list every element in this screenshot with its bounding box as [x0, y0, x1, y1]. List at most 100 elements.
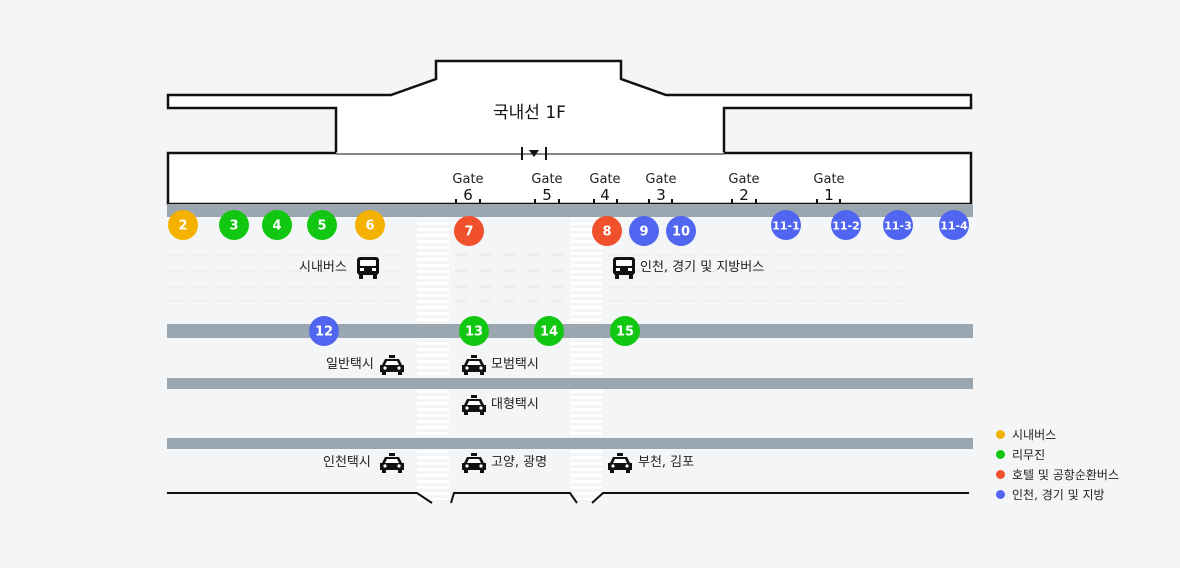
stop-number: 6	[365, 219, 374, 234]
entrance-marker	[521, 147, 547, 160]
terminal-building	[166, 59, 973, 206]
legend-dot	[996, 429, 1005, 439]
goyang-taxi-label: 고양, 광명	[491, 455, 548, 470]
stop-number: 10	[672, 225, 690, 240]
stop-number: 11-2	[832, 220, 860, 233]
stop-number: 3	[229, 219, 238, 234]
gate-word: Gate	[452, 172, 483, 187]
stop-circle	[309, 316, 339, 346]
stop-marker-11-3[interactable]: 11-3	[883, 210, 913, 240]
taxi-icon	[380, 453, 404, 473]
gate-word: Gate	[728, 172, 759, 187]
taxi-icon	[462, 355, 486, 375]
legend-dot	[996, 489, 1005, 499]
bottom-edge	[167, 492, 969, 504]
stop-circle	[534, 316, 564, 346]
stop-marker-4[interactable]: 4	[262, 210, 292, 240]
stop-circle	[666, 216, 696, 246]
large-taxi-label: 대형택시	[491, 397, 539, 412]
stop-number: 11-3	[884, 220, 912, 233]
crosswalk-left	[417, 218, 449, 500]
stop-marker-14[interactable]: 14	[534, 316, 564, 346]
parking-lane-markings	[170, 254, 905, 302]
stop-number: 13	[465, 325, 483, 340]
legend-item-hotel-airport: 호텔 및 공항순환버스	[996, 464, 1119, 484]
gate-word: Gate	[645, 172, 676, 187]
legend-item-incheon-gyeonggi: 인천, 경기 및 지방	[996, 484, 1119, 504]
legend-label: 인천, 경기 및 지방	[1012, 487, 1105, 502]
stop-circle	[610, 316, 640, 346]
stop-number: 15	[616, 325, 634, 340]
stop-circle	[262, 210, 292, 240]
taxi-icon	[462, 453, 486, 473]
stop-marker-2[interactable]: 2	[168, 210, 198, 240]
stop-circle	[771, 210, 801, 240]
gate-number: 3	[656, 186, 666, 204]
gate-number: 4	[600, 186, 610, 204]
stop-marker-11-1[interactable]: 11-1	[771, 210, 801, 240]
stop-circle	[355, 210, 385, 240]
legend-dot	[996, 469, 1005, 479]
stop-number: 9	[639, 225, 648, 240]
stop-number: 12	[315, 325, 333, 340]
stop-number: 2	[178, 219, 187, 234]
curb-row1	[167, 211, 973, 217]
stop-circle	[168, 210, 198, 240]
gate-word: Gate	[589, 172, 620, 187]
legend-label: 리무진	[1012, 447, 1046, 462]
stop-number: 5	[317, 219, 326, 234]
gate-number: 1	[824, 186, 834, 204]
gate-number: 2	[739, 186, 749, 204]
legend-dot	[996, 449, 1005, 459]
taxi-icon	[380, 355, 404, 375]
stop-number: 7	[464, 225, 473, 240]
deluxe-taxi-label: 모범택시	[491, 357, 539, 372]
gate-word: Gate	[531, 172, 562, 187]
incheon-taxi-label: 인천택시	[323, 455, 371, 470]
stop-number: 4	[272, 219, 281, 234]
gate-number: 6	[463, 186, 473, 204]
terminal-title: 국내선 1F	[493, 103, 566, 123]
road-band-3	[167, 438, 973, 449]
stop-marker-5[interactable]: 5	[307, 210, 337, 240]
gate-word: Gate	[813, 172, 844, 187]
stop-marker-6[interactable]: 6	[355, 210, 385, 240]
incheon-bus-label: 인천, 경기 및 지방버스	[640, 260, 765, 275]
stop-number: 8	[602, 225, 611, 240]
stop-marker-8[interactable]: 8	[592, 216, 622, 246]
stop-number: 14	[540, 325, 558, 340]
stop-marker-12[interactable]: 12	[309, 316, 339, 346]
stop-marker-7[interactable]: 7	[454, 216, 484, 246]
stop-circle	[307, 210, 337, 240]
stop-circle	[219, 210, 249, 240]
stop-marker-10[interactable]: 10	[666, 216, 696, 246]
legend-label: 시내버스	[1012, 427, 1057, 442]
stop-circle	[883, 210, 913, 240]
stop-marker-11-4[interactable]: 11-4	[939, 210, 969, 240]
stop-circle	[454, 216, 484, 246]
stop-marker-9[interactable]: 9	[629, 216, 659, 246]
road-band-1	[167, 324, 973, 338]
stop-number: 11-4	[940, 220, 968, 233]
crosswalk-right	[570, 218, 602, 500]
road-band-2	[167, 378, 973, 389]
bucheon-taxi-label: 부천, 김포	[638, 455, 695, 470]
taxi-icon	[462, 395, 486, 415]
stop-circle	[939, 210, 969, 240]
bus-icon	[613, 257, 635, 279]
stop-marker-11-2[interactable]: 11-2	[831, 210, 861, 240]
stop-circle	[629, 216, 659, 246]
legend-label: 호텔 및 공항순환버스	[1012, 467, 1119, 482]
stop-number: 11-1	[772, 220, 800, 233]
stop-marker-3[interactable]: 3	[219, 210, 249, 240]
legend: 시내버스 리무진 호텔 및 공항순환버스 인천, 경기 및 지방	[996, 424, 1119, 504]
bus-icon	[357, 257, 379, 279]
legend-item-city-bus: 시내버스	[996, 424, 1119, 444]
regular-taxi-label: 일반택시	[326, 357, 374, 372]
stop-marker-13[interactable]: 13	[459, 316, 489, 346]
gate-number: 5	[542, 186, 552, 204]
stop-circle	[459, 316, 489, 346]
stop-marker-15[interactable]: 15	[610, 316, 640, 346]
